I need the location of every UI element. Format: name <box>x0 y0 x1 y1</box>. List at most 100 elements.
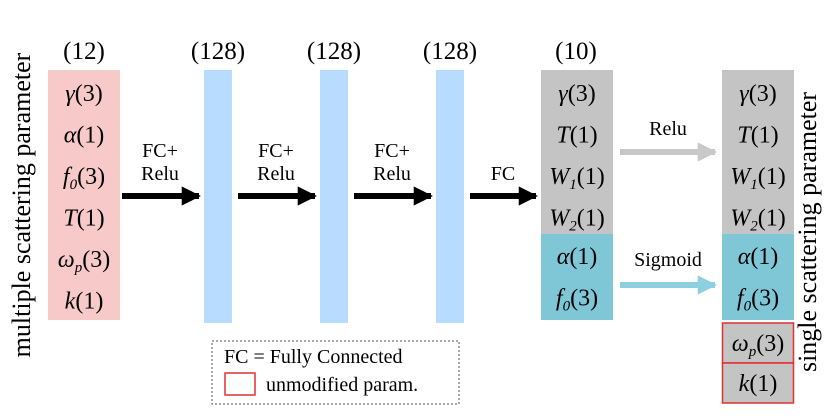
output-param-3-symbol: W <box>549 164 571 190</box>
output-param-5-symbol: α <box>557 244 570 270</box>
input-param-1-symbol: γ <box>65 81 75 107</box>
final-param-2: T(1) <box>737 123 778 149</box>
input-param-5-count: (3) <box>82 247 110 273</box>
final-param-6-symbol: f <box>737 286 747 312</box>
final-param-3: W1(1) <box>730 164 785 193</box>
final-block-gray <box>722 70 794 234</box>
unmodified-param-box-1 <box>721 322 795 364</box>
output-param-6-subscript: 0 <box>563 299 571 315</box>
arrow-1-label-line2: Relu <box>141 163 179 185</box>
final-params: γ(3)T(1)W1(1)W2(1)α(1)f0(3)ωp(3)k(1) <box>730 81 785 397</box>
relu-label: Relu <box>649 118 687 140</box>
input-param-3-subscript: 0 <box>70 177 78 193</box>
output-param-2: T(1) <box>556 123 597 149</box>
final-param-6: f0(3) <box>737 286 779 315</box>
output-param-1-symbol: γ <box>558 81 568 107</box>
output-param-2-symbol: T <box>556 123 571 149</box>
output-param-3: W1(1) <box>549 164 604 193</box>
input-param-3-count: (3) <box>77 164 105 190</box>
hidden-layer-1 <box>204 70 232 323</box>
final-param-5: α(1) <box>738 244 779 270</box>
final-unmodified-param-2-count: (1) <box>749 371 777 397</box>
output-param-1-count: (3) <box>568 81 596 107</box>
output-param-6: f0(3) <box>556 286 598 315</box>
input-param-1-count: (3) <box>75 81 103 107</box>
left-side-label: multiple scattering parameter <box>7 52 36 357</box>
legend-unmodified-text: unmodified param. <box>266 374 418 396</box>
output-param-5: α(1) <box>557 244 598 270</box>
arrow-3-label-line1: FC+ <box>374 140 410 162</box>
final-param-4-subscript: 2 <box>750 219 758 235</box>
output-param-6-symbol: f <box>556 286 566 312</box>
input-param-2-count: (1) <box>76 123 104 149</box>
final-param-4-symbol: W <box>730 206 752 232</box>
input-param-3-symbol: f <box>63 164 73 190</box>
output-size-label: (10) <box>555 38 597 65</box>
input-param-4-count: (1) <box>77 206 105 232</box>
input-param-6-count: (1) <box>75 289 103 315</box>
final-param-2-count: (1) <box>751 123 779 149</box>
final-param-1-symbol: γ <box>739 81 749 107</box>
arrow-2-label-line2: Relu <box>257 163 295 185</box>
right-side-label: single scattering parameter <box>793 92 822 372</box>
final-param-4-count: (1) <box>758 206 786 232</box>
final-param-6-count: (3) <box>751 286 779 312</box>
final-unmodified-param-1-subscript: p <box>748 344 757 360</box>
output-param-4-count: (1) <box>577 206 605 232</box>
hidden-layer-2 <box>320 70 348 323</box>
output-block-teal <box>541 234 613 320</box>
input-block <box>48 70 120 320</box>
final-unmodified-param-1-count: (3) <box>756 331 784 357</box>
legend-fc-text: FC = Fully Connected <box>224 346 403 368</box>
output-param-3-subscript: 1 <box>569 177 577 193</box>
input-params: γ(3)α(1)f0(3)T(1)ωp(3)k(1) <box>58 81 110 315</box>
arrow-4-label: FC <box>491 163 515 185</box>
output-param-4: W2(1) <box>549 206 604 235</box>
input-param-2: α(1) <box>64 123 105 149</box>
input-param-2-symbol: α <box>64 123 77 149</box>
input-param-3: f0(3) <box>63 164 105 193</box>
hidden-layer-3 <box>436 70 464 323</box>
output-param-4-subscript: 2 <box>569 219 577 235</box>
final-unmodified-param-1: ωp(3) <box>732 331 784 360</box>
final-param-4: W2(1) <box>730 206 785 235</box>
unmodified-param-box-2 <box>721 362 795 404</box>
input-param-5: ωp(3) <box>58 247 110 276</box>
input-param-1: γ(3) <box>65 81 102 107</box>
input-param-5-subscript: p <box>74 260 83 276</box>
hidden-3-size-label: (128) <box>423 38 477 65</box>
input-param-5-symbol: ω <box>58 247 75 273</box>
final-unmodified-param-2: k(1) <box>739 371 778 397</box>
final-block-teal <box>722 234 794 320</box>
output-param-1: γ(3) <box>558 81 595 107</box>
arrow-2-label-line1: FC+ <box>258 140 294 162</box>
output-params: γ(3)T(1)W1(1)W2(1)α(1)f0(3) <box>549 81 604 315</box>
input-param-6: k(1) <box>65 289 104 315</box>
output-block-gray <box>541 70 613 234</box>
final-param-1: γ(3) <box>739 81 776 107</box>
final-param-3-symbol: W <box>730 164 752 190</box>
input-size-label: (12) <box>63 38 105 65</box>
final-param-5-symbol: α <box>738 244 751 270</box>
output-param-3-count: (1) <box>577 164 605 190</box>
final-param-2-symbol: T <box>737 123 752 149</box>
output-param-6-count: (3) <box>570 286 598 312</box>
final-unmodified-param-2-symbol: k <box>739 371 750 397</box>
hidden-1-size-label: (128) <box>191 38 245 65</box>
output-param-5-count: (1) <box>569 244 597 270</box>
output-param-4-symbol: W <box>549 206 571 232</box>
final-param-3-subscript: 1 <box>750 177 758 193</box>
arrow-1-label-line1: FC+ <box>142 140 178 162</box>
legend-red-swatch <box>224 372 256 396</box>
sigmoid-label: Sigmoid <box>634 249 702 271</box>
hidden-2-size-label: (128) <box>307 38 361 65</box>
final-param-3-count: (1) <box>758 164 786 190</box>
input-param-6-symbol: k <box>65 289 76 315</box>
output-param-2-count: (1) <box>570 123 598 149</box>
arrow-3-label-line2: Relu <box>373 163 411 185</box>
final-param-5-count: (1) <box>750 244 778 270</box>
input-param-4: T(1) <box>63 206 104 232</box>
final-unmodified-param-1-symbol: ω <box>732 331 749 357</box>
input-param-4-symbol: T <box>63 206 78 232</box>
